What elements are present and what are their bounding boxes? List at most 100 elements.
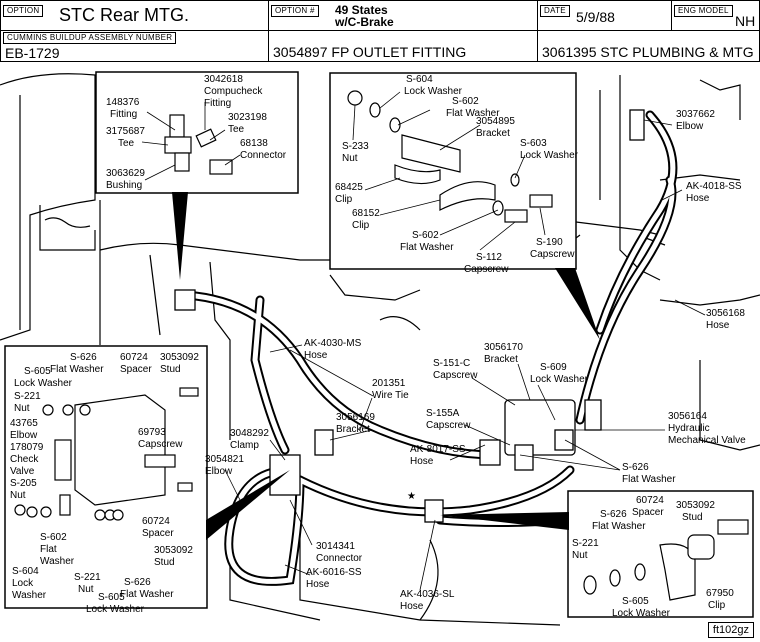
svg-text:Hose: Hose — [304, 350, 328, 361]
svg-text:Hose: Hose — [306, 579, 330, 590]
part-cell-2: 3061395 STC PLUMBING & MTG — [537, 30, 760, 62]
svg-text:S-626: S-626 — [600, 509, 627, 520]
svg-text:Hose: Hose — [686, 193, 710, 204]
svg-text:Check: Check — [10, 454, 39, 465]
svg-text:AK-6016-SS: AK-6016-SS — [306, 567, 362, 578]
svg-text:S-602: S-602 — [40, 532, 67, 543]
svg-text:Bracket: Bracket — [336, 424, 370, 435]
svg-text:3054821: 3054821 — [205, 454, 244, 465]
svg-text:3037662: 3037662 — [676, 109, 715, 120]
svg-text:Clip: Clip — [352, 220, 370, 231]
valve-block — [174, 109, 645, 523]
labels: 148376 Fitting 3175687 Tee 3063629 Bushi… — [10, 74, 746, 619]
eng-model-value: NH — [735, 13, 756, 29]
svg-text:Flat Washer: Flat Washer — [622, 474, 676, 485]
pointer-fittings — [172, 192, 188, 280]
assembly-cell: CUMMINS BUILDUP ASSEMBLY NUMBER EB-1729 — [0, 30, 269, 62]
svg-text:Hose: Hose — [410, 456, 434, 467]
svg-text:3053092: 3053092 — [676, 500, 715, 511]
svg-text:Spacer: Spacer — [632, 507, 664, 518]
svg-text:3053092: 3053092 — [160, 352, 199, 363]
svg-text:S-221: S-221 — [572, 538, 599, 549]
svg-text:Wire Tie: Wire Tie — [372, 390, 409, 401]
option-number-value-2: w/C-Brake — [335, 15, 394, 29]
svg-text:Lock Washer: Lock Washer — [530, 374, 589, 385]
svg-text:Clamp: Clamp — [230, 440, 259, 451]
svg-text:Hose: Hose — [706, 320, 730, 331]
svg-text:Hydraulic: Hydraulic — [668, 423, 710, 434]
svg-text:3056164: 3056164 — [668, 411, 707, 422]
svg-text:Flat Washer: Flat Washer — [50, 364, 104, 375]
svg-text:201351: 201351 — [372, 378, 406, 389]
svg-text:S-602: S-602 — [452, 96, 479, 107]
svg-text:S-221: S-221 — [74, 572, 101, 583]
svg-text:Stud: Stud — [682, 512, 703, 523]
svg-text:3053092: 3053092 — [154, 545, 193, 556]
lower-left-art — [14, 387, 199, 521]
svg-text:Tee: Tee — [228, 124, 245, 135]
svg-text:S-603: S-603 — [520, 138, 547, 149]
svg-text:60724: 60724 — [636, 495, 664, 506]
svg-text:Hose: Hose — [400, 601, 424, 612]
svg-text:Mechanical Valve: Mechanical Valve — [668, 435, 746, 446]
svg-text:68152: 68152 — [352, 208, 380, 219]
lower-right-art — [583, 519, 749, 601]
svg-text:Spacer: Spacer — [142, 528, 174, 539]
svg-text:Nut: Nut — [14, 403, 30, 414]
svg-text:S-112: S-112 — [476, 252, 502, 263]
bracket-art — [347, 90, 553, 223]
svg-text:Elbow: Elbow — [205, 466, 233, 477]
svg-text:S-602: S-602 — [412, 230, 439, 241]
option-cell: OPTION STC Rear MTG. — [0, 0, 269, 31]
svg-text:Nut: Nut — [78, 584, 94, 595]
svg-text:3042618: 3042618 — [204, 74, 243, 85]
svg-text:Lock Washer: Lock Washer — [14, 378, 73, 389]
svg-text:3048292: 3048292 — [230, 428, 269, 439]
svg-text:S-604: S-604 — [406, 74, 433, 85]
callout-lower-right — [567, 490, 754, 618]
svg-text:Bracket: Bracket — [476, 128, 510, 139]
svg-text:S-155A: S-155A — [426, 408, 460, 419]
svg-text:Lock Washer: Lock Washer — [520, 150, 579, 161]
svg-text:60724: 60724 — [120, 352, 148, 363]
svg-text:Nut: Nut — [342, 153, 358, 164]
svg-text:Capscrew: Capscrew — [138, 439, 183, 450]
fittings-art — [164, 114, 233, 175]
eng-model-tag: ENG MODEL — [674, 5, 733, 17]
part-1: 3054897 FP OUTLET FITTING — [273, 44, 467, 60]
pointer-lower-right — [440, 512, 569, 530]
svg-text:Spacer: Spacer — [120, 364, 152, 375]
svg-text:Lock Washer: Lock Washer — [612, 608, 671, 619]
label-148376: 148376 — [106, 97, 140, 108]
svg-text:Capscrew: Capscrew — [464, 264, 509, 275]
part-2: 3061395 STC PLUMBING & MTG — [542, 44, 754, 60]
svg-text:Connector: Connector — [316, 553, 363, 564]
svg-text:S-151-C: S-151-C — [433, 358, 470, 369]
svg-text:Flat: Flat — [40, 544, 57, 555]
svg-text:S-626: S-626 — [70, 352, 97, 363]
svg-text:Capscrew: Capscrew — [530, 249, 575, 260]
svg-text:S-604: S-604 — [12, 566, 39, 577]
svg-text:Clip: Clip — [335, 194, 353, 205]
svg-text:60724: 60724 — [142, 516, 170, 527]
svg-text:Flat Washer: Flat Washer — [446, 108, 500, 119]
assembly-value: EB-1729 — [5, 45, 60, 61]
svg-text:3054895: 3054895 — [476, 116, 515, 127]
option-number-tag: OPTION # — [271, 5, 319, 17]
svg-text:Fitting: Fitting — [110, 109, 137, 120]
svg-text:S-205: S-205 — [10, 478, 37, 489]
svg-text:Lock Washer: Lock Washer — [86, 604, 145, 615]
svg-text:Lock Washer: Lock Washer — [404, 86, 463, 97]
pointer-bracket — [555, 268, 600, 340]
svg-text:S-233: S-233 — [342, 141, 369, 152]
svg-text:3056168: 3056168 — [706, 308, 745, 319]
svg-text:Elbow: Elbow — [10, 430, 38, 441]
date-cell: DATE 5/9/88 — [537, 0, 672, 31]
svg-text:Lock: Lock — [12, 578, 34, 589]
svg-text:3023198: 3023198 — [228, 112, 267, 123]
part-cell-1: 3054897 FP OUTLET FITTING — [268, 30, 538, 62]
svg-text:Stud: Stud — [154, 557, 175, 568]
date-value: 5/9/88 — [576, 9, 615, 25]
svg-text:S-221: S-221 — [14, 391, 41, 402]
svg-text:AK-4030-MS: AK-4030-MS — [304, 338, 362, 349]
